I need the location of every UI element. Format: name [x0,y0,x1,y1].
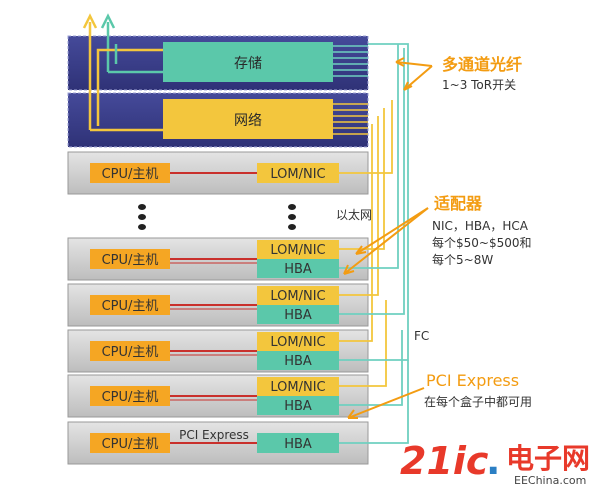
uplink-arrows [82,13,163,132]
network-switch-unit: 网络 [67,92,369,148]
hba-label: HBA [284,308,312,323]
pci-callout: PCI Express 在每个盒子中都可用 [347,371,532,419]
cpu-label: CPU/主机 [102,253,159,268]
pci-title: PCI Express [426,371,519,390]
multichannel-callout: 多通道光纤 1~3 ToR开关 [395,55,522,92]
cpu-label: CPU/主机 [102,437,159,452]
multichannel-sub: 1~3 ToR开关 [442,78,516,92]
cpu-label: CPU/主机 [102,167,159,182]
hba-label: HBA [284,354,312,369]
storage-ports [333,45,368,77]
pci-inline-label: PCI Express [179,428,249,442]
cpu-label: CPU/主机 [102,390,159,405]
logo-url: EEChina.com [514,474,586,487]
lom-label: LOM/NIC [270,335,325,350]
cpu-label: CPU/主机 [102,345,159,360]
lom-label: LOM/NIC [270,289,325,304]
adapter-line1: NIC，HBA，HCA [432,219,529,233]
lom-box [257,163,339,183]
multichannel-title: 多通道光纤 [442,55,522,74]
ethernet-cabling [339,100,393,387]
storage-module [163,42,333,82]
logo-chinese: 电子网 [506,442,590,475]
adapter-title: 适配器 [434,194,483,213]
hba-label: HBA [284,262,312,277]
lom-label: LOM/NIC [270,380,325,395]
network-module [163,99,333,139]
pci-sub: 在每个盒子中都可用 [424,394,532,409]
server-row-1: CPU/主机 LOM/NIC [67,151,369,195]
hba-label: HBA [284,399,312,414]
adapter-line2: 每个$50~$500和 [432,235,532,250]
server-row-6: CPU/主机 PCI Express HBA [67,421,369,465]
logo-number: 21ic [400,439,489,483]
logo-dot: . [486,439,500,483]
fc-label: FC [414,329,429,343]
server-row-3: CPU/主机 LOM/NIC HBA [67,283,369,327]
hba-label: HBA [284,437,312,452]
lom-label: LOM/NIC [270,167,325,182]
watermark-logo: 21ic . 电子网 EEChina.com [400,439,590,487]
lom-label: LOM/NIC [270,243,325,258]
cpu-box [90,163,170,183]
storage-switch-unit: 存储 [67,35,369,91]
ellipsis-left [138,204,146,230]
fc-cabling [339,43,409,444]
cpu-label: CPU/主机 [102,299,159,314]
server-row-4: CPU/主机 LOM/NIC HBA [67,329,369,373]
network-ports [333,103,368,135]
storage-label: 存储 [234,56,262,72]
server-row-2: CPU/主机 LOM/NIC HBA [67,237,369,281]
ellipsis-right [288,204,296,230]
adapter-line3: 每个5~8W [432,252,493,267]
adapter-callout: 适配器 NIC，HBA，HCA 每个$50~$500和 每个5~8W [343,194,532,275]
server-row-5: CPU/主机 LOM/NIC HBA [67,374,369,418]
ethernet-label: 以太网 [336,207,372,222]
network-label: 网络 [234,113,262,129]
